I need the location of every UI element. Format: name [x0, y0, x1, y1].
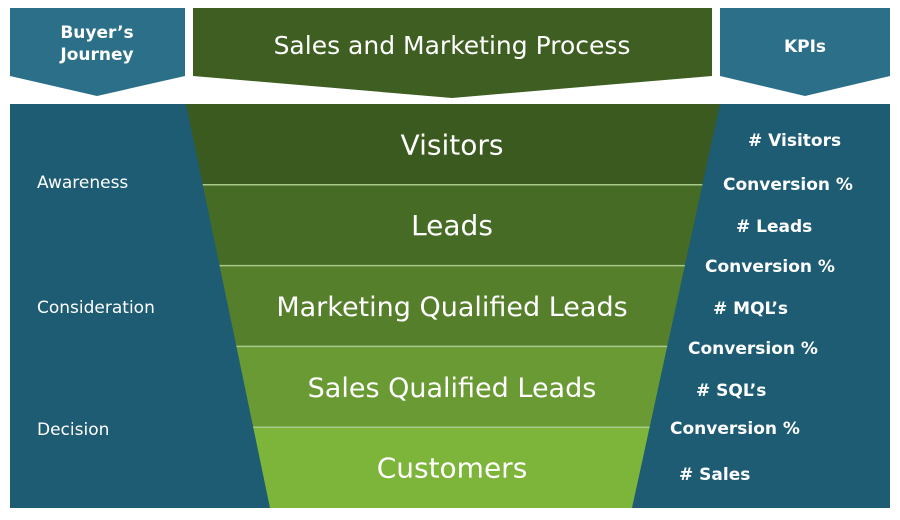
- header-kpis-label: KPIs: [784, 37, 826, 57]
- funnel-stage-3: [219, 265, 685, 347]
- funnel-stage-5: [253, 427, 650, 508]
- funnel-stage-2: [202, 184, 703, 266]
- kpi-leads: # Leads: [736, 217, 812, 237]
- header-process-box: [193, 8, 712, 98]
- funnel-stage-1: [186, 104, 720, 185]
- funnel-stage-label-5: Customers: [377, 452, 528, 485]
- kpi-conversion-4: Conversion %: [670, 419, 800, 439]
- header-buyers-journey-line1: Buyer’s: [60, 23, 133, 43]
- header-buyers-journey-line2: Journey: [59, 45, 133, 65]
- kpi-sqls: # SQL’s: [696, 381, 766, 401]
- funnel-stage-label-4: Sales Qualified Leads: [308, 373, 597, 404]
- kpi-visitors: # Visitors: [748, 131, 841, 151]
- journey-awareness: Awareness: [37, 173, 128, 193]
- kpi-conversion-1: Conversion %: [723, 175, 853, 195]
- header-process-title: Sales and Marketing Process: [274, 31, 631, 60]
- kpi-conversion-3: Conversion %: [688, 339, 818, 359]
- funnel-stage-4: [236, 346, 668, 428]
- kpi-mqls: # MQL’s: [713, 299, 788, 319]
- journey-consideration: Consideration: [37, 298, 155, 318]
- journey-decision: Decision: [37, 420, 109, 440]
- kpi-sales: # Sales: [679, 465, 750, 485]
- kpi-conversion-2: Conversion %: [705, 257, 835, 277]
- funnel-stage-label-3: Marketing Qualified Leads: [276, 292, 627, 323]
- header-kpis-box: [720, 8, 890, 96]
- funnel-stage-label-1: Visitors: [401, 128, 504, 161]
- funnel-stage-label-2: Leads: [411, 209, 493, 242]
- header-buyers-journey-box: [10, 8, 185, 96]
